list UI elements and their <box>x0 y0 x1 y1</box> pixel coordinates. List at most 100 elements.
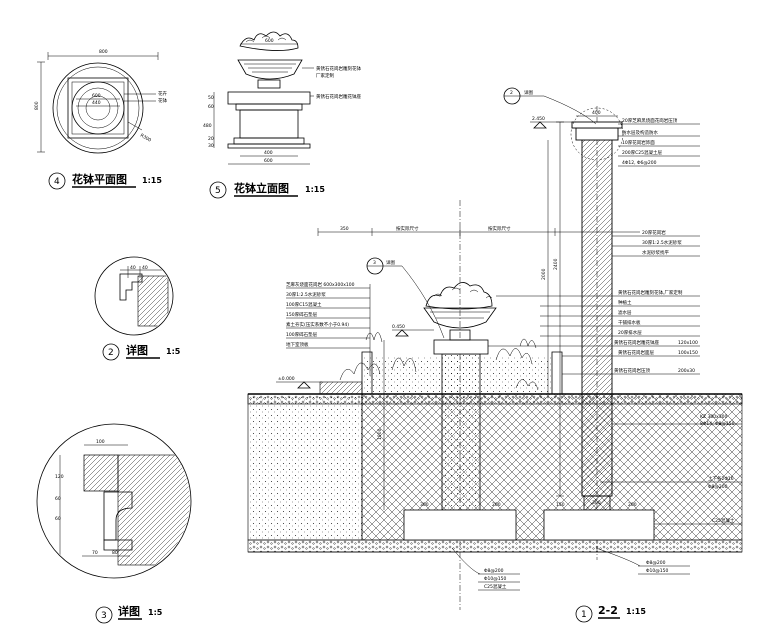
section-elev-top: 2.450 <box>532 116 545 122</box>
detail2-view-title: 详图 <box>126 343 148 357</box>
plan-view-number: 4 <box>54 177 60 187</box>
bottom-note-right-1: Φ8@200 <box>646 560 666 566</box>
note-left-3: 100厚C15混凝土 <box>286 301 322 308</box>
section-notes-right: 20厚芝麻黑烧面花岗岩压顶 防水层及构造防水 10厚花岗岩饰面 200厚C25混… <box>488 117 700 375</box>
note-right-7: 30厚1:2.5水泥砂浆 <box>642 239 682 246</box>
note-right-2: 防水层及构造防水 <box>622 129 658 136</box>
elevation-view-5: 600 50 60 480 20 30 400 600 黄锈石花岗岩雕刻花钵 厂… <box>203 31 361 199</box>
elev-dim-side-2: 60 <box>208 104 214 110</box>
section-elev-mid: 0.450 <box>392 324 405 330</box>
detail3-dim-2: 120 <box>55 474 64 480</box>
small-dim-1: 300 <box>420 502 429 508</box>
note-right-9: 黄锈石花岗岩雕刻花钵,厂家定制 <box>618 289 683 296</box>
section-callout-2-num: 2 <box>510 90 513 96</box>
note-right-5: 4Φ12, Φ6@200 <box>622 160 657 166</box>
detail2-dim-2: 40 <box>142 265 148 271</box>
plan-note-2: 花钵 <box>158 97 167 104</box>
rebar-note-1: 上下各2Φ16 <box>708 475 734 482</box>
bottom-note-right-2: Φ10@150 <box>646 568 668 574</box>
elev-view-scale: 1:15 <box>305 185 325 194</box>
note-right-10: 种植土 <box>618 299 632 306</box>
section-notes-left: 芝麻灰烧面花岗岩 600x300x100 30厚1:2.5水泥砂浆 100厚C1… <box>286 281 371 376</box>
detail3-dim-3: 60 <box>55 496 61 502</box>
note-right-4: 200厚C25混凝土层 <box>622 149 662 156</box>
note-right-17: 100x150 <box>678 350 698 356</box>
small-dim-2: 200 <box>492 502 501 508</box>
detail3-view-title: 详图 <box>118 604 140 618</box>
section-callout-2-label: 详图 <box>524 89 533 96</box>
section-callout-3-label: 详图 <box>386 259 395 266</box>
elev-dim-side-1: 50 <box>208 95 214 101</box>
plan-dim-top: 800 <box>99 49 108 55</box>
detail3-dim-4: 60 <box>55 516 61 522</box>
rebar-note-2: Φ8@200 <box>708 484 728 490</box>
plan-note-1: 花卉 <box>158 90 167 97</box>
detail-view-3: 100 120 60 60 70 80 3 详图 1:5 <box>36 423 192 624</box>
note-right-11: 滤水层 <box>618 309 632 316</box>
column-note-2: 8Φ14, Φ8@150 <box>700 421 735 427</box>
note-right-18: 黄锈石花岗岩压顶 <box>614 367 650 374</box>
section-view-scale: 1:15 <box>626 607 646 616</box>
elev-note-2: 厂家定制 <box>316 72 334 79</box>
section-view-1: 350 按实际尺寸 按实际尺寸 <box>247 87 743 623</box>
note-left-1: 芝麻灰烧面花岗岩 600x300x100 <box>286 281 355 288</box>
section-dim-top-1: 350 <box>340 226 349 232</box>
bottom-note-2: Φ10@150 <box>484 576 506 582</box>
detail3-dim-1: 100 <box>96 439 105 445</box>
detail-view-2: 40 40 2 详图 1:5 <box>94 256 181 361</box>
note-right-1: 20厚芝麻黑烧面花岗岩压顶 <box>622 117 678 124</box>
plan-radius: R300 <box>139 133 152 144</box>
note-right-19: 200x30 <box>678 368 695 374</box>
elev-view-title: 花钵立面图 <box>234 181 289 195</box>
plan-view-scale: 1:15 <box>142 176 162 185</box>
detail3-dim-6: 80 <box>112 550 118 556</box>
note-right-8: 水泥砂浆找平 <box>642 249 669 256</box>
elev-dim-top: 600 <box>265 38 274 44</box>
section-height-3: 1900 <box>377 428 383 440</box>
column-note-1: KZ 300x300 <box>700 414 727 420</box>
note-right-16: 黄锈石花岗岩面层 <box>618 349 654 356</box>
detail2-view-scale: 1:5 <box>166 347 181 356</box>
section-view-title: 2-2 <box>598 604 618 617</box>
note-left-7: 地下室顶板 <box>286 341 309 348</box>
plan-dim-side: 800 <box>34 101 40 110</box>
elev-dim-side-3: 480 <box>203 123 212 129</box>
bottom-note-1: Φ8@200 <box>484 568 504 574</box>
note-right-13: 20厚排水层 <box>618 329 642 336</box>
elev-dim-side-4: 20 <box>208 136 214 142</box>
note-right-6: 20厚花岗岩 <box>642 229 666 236</box>
section-dim-top-3: 按实际尺寸 <box>488 225 511 232</box>
elev-note-3: 黄锈石花岗岩雕花钵座 <box>316 93 361 100</box>
elev-dim-side-5: 30 <box>208 143 214 149</box>
plan-dim-inner-1: 600 <box>92 93 101 99</box>
note-right-15: 120x100 <box>678 340 698 346</box>
section-height-2: 2000 <box>541 268 547 280</box>
note-right-3: 10厚花岗岩饰面 <box>622 139 655 146</box>
note-left-5: 素土夯实(压实系数不小于0.94) <box>286 321 349 328</box>
plan-view-4: 800 800 600 440 花卉 花钵 R300 4 花钵平面图 1:15 <box>34 49 167 190</box>
plan-dim-inner-2: 440 <box>92 100 101 106</box>
note-left-6: 100厚碎石垫层 <box>286 331 318 338</box>
detail2-view-number: 2 <box>108 348 114 358</box>
section-dim-top-2: 按实际尺寸 <box>396 225 419 232</box>
section-height-1: 2400 <box>553 258 559 270</box>
detail3-view-number: 3 <box>101 611 107 621</box>
note-right-12: 干铺排水板 <box>618 319 641 326</box>
small-dim-3: 150 <box>556 502 565 508</box>
small-dim-5: 200 <box>628 502 637 508</box>
section-view-number: 1 <box>581 610 587 620</box>
elev-dim-bottom-2: 600 <box>264 158 273 164</box>
elev-view-number: 5 <box>215 186 221 196</box>
section-elev-ground: ±0.000 <box>278 376 295 382</box>
section-pillar-width: 400 <box>592 110 601 116</box>
elev-note-1: 黄锈石花岗岩雕刻花钵 <box>316 65 361 72</box>
plan-view-title: 花钵平面图 <box>72 172 127 186</box>
detail2-dim-1: 40 <box>130 265 136 271</box>
elev-dim-bottom-1: 400 <box>264 150 273 156</box>
note-right-14: 黄锈石花岗岩雕花钵座 <box>614 339 659 346</box>
note-left-2: 30厚1:2.5水泥砂浆 <box>286 291 326 298</box>
base-note: C25混凝土 <box>712 517 735 524</box>
note-left-4: 150厚碎石垫层 <box>286 311 318 318</box>
detail3-view-scale: 1:5 <box>148 608 163 617</box>
